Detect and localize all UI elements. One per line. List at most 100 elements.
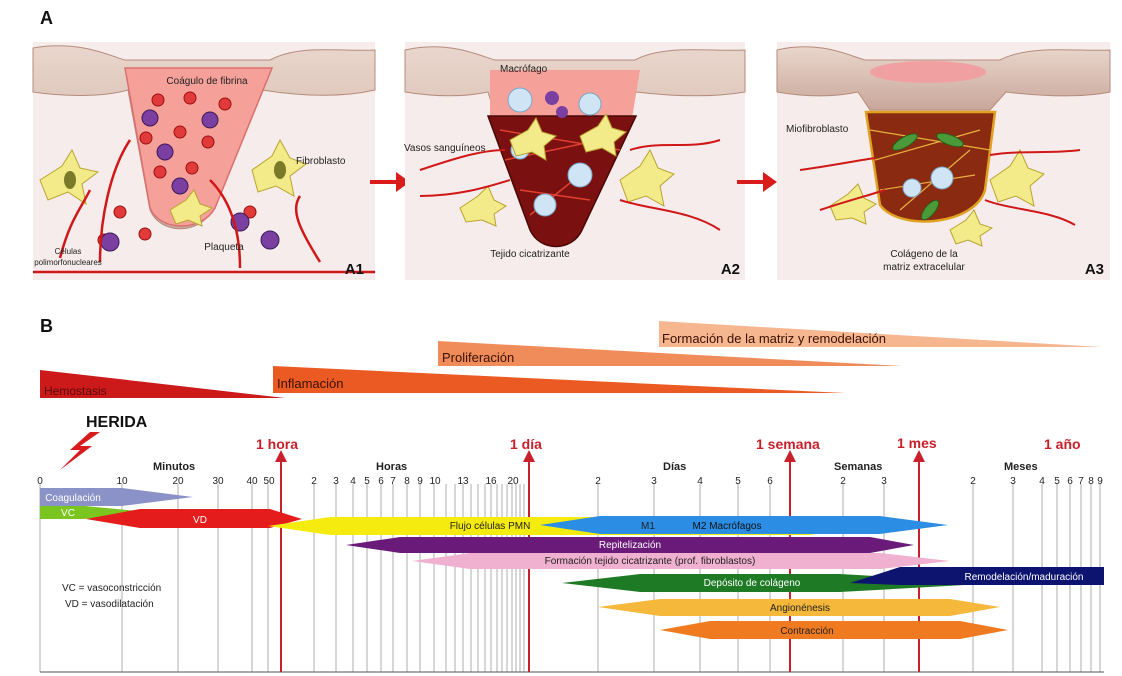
phase-inflammation-label: Inflamación	[277, 376, 343, 391]
phase-remodeling-label: Formación de la matriz y remodelación	[662, 331, 886, 346]
tag-a1: A1	[345, 261, 364, 278]
tick-label: 3	[1010, 476, 1016, 487]
bar-label-vc: VC	[61, 508, 75, 519]
tag-a2: A2	[721, 261, 740, 278]
label-collagen-line2: matriz extracelular	[883, 262, 965, 273]
tick-label: 6	[378, 476, 384, 487]
bar-contraction	[660, 621, 1008, 639]
arrow-up-icon	[913, 450, 925, 462]
bar-angiogenesis	[598, 599, 1000, 616]
bar-label-scar-formation: Formación tejido cicatrizante (prof. fib…	[545, 556, 756, 567]
illustration-a3: Miofibroblasto Colágeno de la matriz ext…	[776, 42, 1111, 280]
tick-label: 5	[364, 476, 370, 487]
bar-vasodilatation	[86, 509, 302, 528]
tick-label: 2	[595, 476, 601, 487]
tick-label: 4	[1039, 476, 1045, 487]
tick-label: 6	[1067, 476, 1073, 487]
label-fibroblast: Fibroblasto	[296, 156, 346, 167]
tick-label: 10	[116, 476, 128, 487]
tick-label: 2	[970, 476, 976, 487]
bar-label-collagen: Depósito de colágeno	[704, 578, 801, 589]
bar-label-m1: M1	[641, 521, 655, 532]
unit-hours: Horas	[376, 461, 407, 473]
milestone-week: 1 semana	[756, 436, 820, 452]
bar-vasoconstriction	[40, 506, 148, 519]
unit-minutes: Minutos	[153, 461, 195, 473]
tick-label: 50	[263, 476, 275, 487]
lightning-icon	[60, 432, 100, 470]
unit-months: Meses	[1004, 461, 1038, 473]
tick-label: 2	[840, 476, 846, 487]
illustration-a1: Coágulo de fibrina Fibroblasto Células p…	[32, 42, 376, 280]
milestone-year: 1 año	[1044, 436, 1081, 452]
tick-label: 8	[404, 476, 410, 487]
milestone-day: 1 día	[510, 436, 542, 452]
illustration-a2: Macrófago Vasos sanguíneos Tejido cicatr…	[404, 42, 746, 280]
label-platelet: Plaqueta	[204, 242, 244, 253]
wedge-hemostasis	[40, 370, 285, 398]
panel-a-letter: A	[40, 8, 53, 28]
tick-label: 10	[429, 476, 441, 487]
tick-label: 9	[417, 476, 423, 487]
unit-days: Días	[663, 461, 686, 473]
wound-label: HERIDA	[86, 414, 148, 431]
phase-proliferation-label: Proliferación	[442, 350, 514, 365]
label-myofibroblast: Miofibroblasto	[786, 124, 849, 135]
time-gridlines	[39, 484, 1101, 672]
bar-label-angiogenesis: Angionénesis	[770, 603, 830, 614]
bar-label-vd: VD	[193, 515, 207, 526]
bar-label-m2: M2 Macrófagos	[693, 521, 762, 532]
label-collagen-line1: Colágeno de la	[890, 249, 958, 260]
arrow-up-icon	[523, 450, 535, 462]
label-fibrin-clot: Coágulo de fibrina	[166, 76, 248, 87]
tick-label: 16	[485, 476, 497, 487]
process-bars	[40, 488, 1104, 639]
tick-label: 7	[1078, 476, 1084, 487]
tick-label: 30	[212, 476, 224, 487]
bar-label-repitelization: Repitelización	[599, 540, 661, 551]
unit-weeks: Semanas	[834, 461, 882, 473]
bar-coagulation	[40, 488, 193, 506]
label-pmn-line1: Células	[55, 247, 82, 256]
tick-label: 5	[735, 476, 741, 487]
tick-label: 3	[881, 476, 887, 487]
bar-remodeling	[850, 567, 1104, 585]
tick-label: 13	[457, 476, 469, 487]
label-scar-tissue: Tejido cicatrizante	[490, 249, 570, 260]
bar-label-contraction: Contracción	[780, 626, 833, 637]
tick-label: 20	[172, 476, 184, 487]
tag-a3: A3	[1085, 261, 1104, 278]
tick-label: 8	[1088, 476, 1094, 487]
label-vessels: Vasos sanguíneos	[404, 143, 486, 154]
tick-label: 20	[507, 476, 519, 487]
arrow-a2-a3	[737, 172, 777, 192]
tick-label: 4	[350, 476, 356, 487]
wedge-proliferation	[438, 341, 902, 366]
arrow-up-icon	[784, 450, 796, 462]
tick-label: 3	[651, 476, 657, 487]
bar-macrophages	[540, 516, 948, 534]
wedge-inflammation	[273, 366, 845, 393]
arrow-a1-a2	[370, 172, 410, 192]
label-macrophage: Macrófago	[500, 64, 548, 75]
bar-label-pmn: Flujo células PMN	[450, 521, 531, 532]
tick-label: 40	[246, 476, 258, 487]
legend-vc: VC = vasoconstricción	[62, 583, 161, 594]
label-pmn-line2: polimorfonucleares	[34, 258, 102, 267]
phase-wedges	[40, 321, 1102, 398]
tick-label: 4	[697, 476, 703, 487]
milestone-month: 1 mes	[897, 435, 937, 451]
tick-label: 5	[1054, 476, 1060, 487]
bar-scar-formation	[412, 553, 950, 569]
tick-label: 9	[1097, 476, 1103, 487]
bar-label-remodeling: Remodelación/maduración	[965, 572, 1084, 583]
wedge-remodeling	[659, 321, 1102, 347]
bar-label-coagulation: Coagulación	[45, 493, 101, 504]
tick-label: 0	[37, 476, 43, 487]
bar-repitelization	[346, 537, 914, 553]
tick-label: 6	[767, 476, 773, 487]
legend-vd: VD = vasodilatación	[65, 599, 154, 610]
panel-b-letter: B	[40, 316, 53, 336]
tick-label: 3	[333, 476, 339, 487]
